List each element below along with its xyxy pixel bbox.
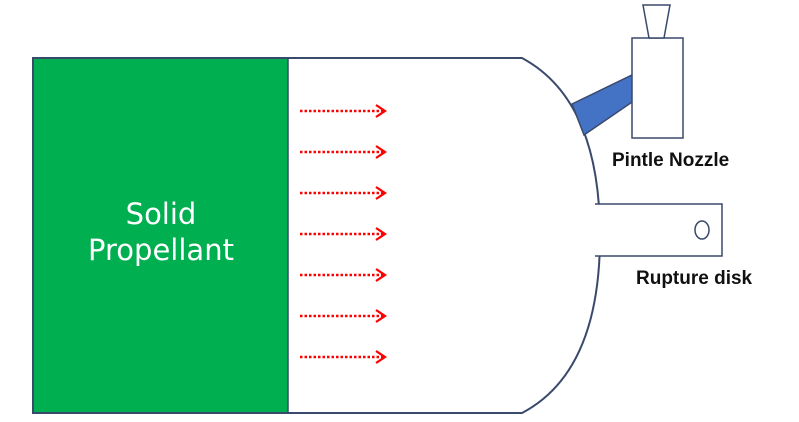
flow-arrow — [300, 145, 387, 159]
pintle-nozzle-body — [631, 37, 684, 139]
flow-arrow — [300, 309, 387, 323]
flow-arrow — [300, 186, 387, 200]
rupture-disk-port — [595, 203, 723, 257]
flow-arrows — [300, 104, 387, 364]
rupture-disk-label: Rupture disk — [636, 268, 753, 289]
nozzle-pipe — [571, 73, 639, 137]
propellant-label-line1: Solid — [125, 197, 197, 231]
rupture-disk — [694, 220, 710, 240]
flow-arrow — [300, 350, 387, 364]
propellant-label-line2: Propellant — [88, 233, 234, 267]
flow-arrow — [300, 227, 387, 241]
solid-propellant-label: Solid Propellant — [34, 196, 288, 268]
pintle-nozzle-label: Pintle Nozzle — [612, 150, 730, 171]
flow-arrow — [300, 268, 387, 282]
pintle-nozzle-tip — [642, 4, 671, 39]
flow-arrow — [300, 104, 387, 118]
solid-propellant-block — [34, 59, 288, 412]
